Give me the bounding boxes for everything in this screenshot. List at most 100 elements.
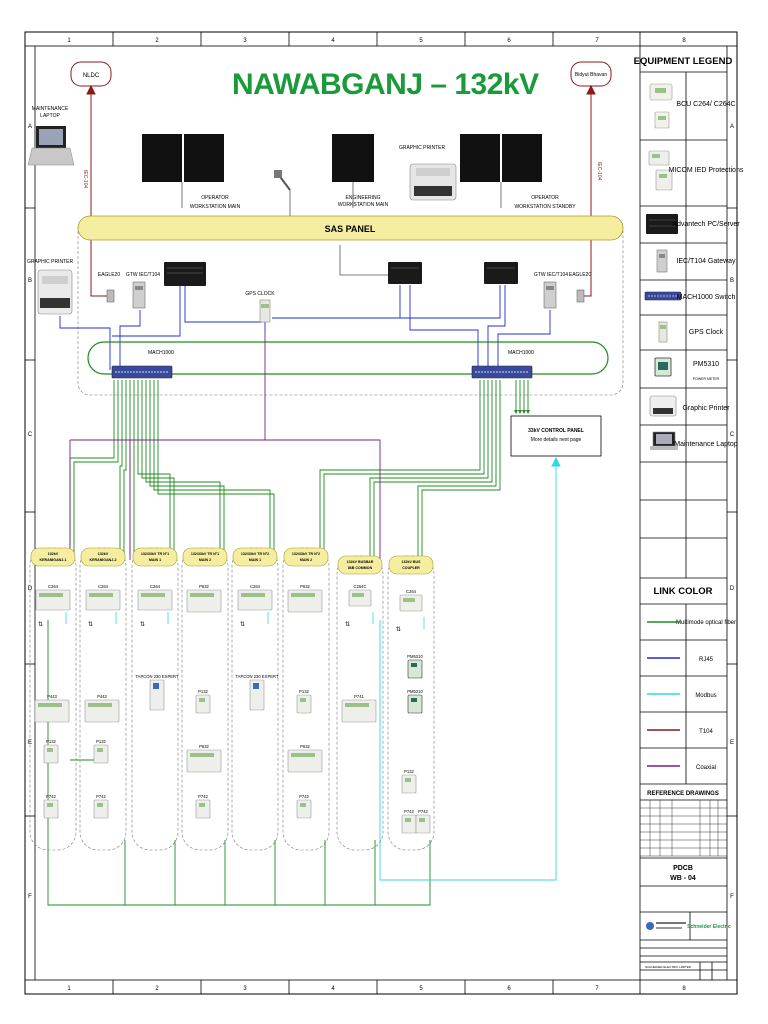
device-label: P132 [404, 769, 414, 774]
device-screen [403, 598, 415, 602]
bay-device[interactable]: TAPCON 230 EXPERT [235, 674, 279, 711]
engineering-workstation-monitor[interactable] [332, 134, 374, 182]
legend-label-laptop: Maintenance Laptop [674, 441, 738, 448]
bay-device[interactable]: P742 [195, 794, 211, 819]
bidyut-bhavan-node[interactable]: Bidyut Bhavan [570, 61, 612, 87]
bay-device[interactable]: P132 [195, 689, 211, 714]
bay-panel[interactable]: 132kV BUSCOUPLERC264⇅PM5310PM5310P132P74… [387, 555, 435, 851]
bay-device[interactable]: P443 [84, 694, 120, 723]
grid-col-5: 5 [419, 38, 423, 44]
bay-device[interactable]: P742 [296, 794, 312, 819]
mach-switch-right[interactable] [471, 365, 533, 379]
bay-device[interactable]: C264C [348, 584, 372, 607]
device-label: P742 [198, 794, 208, 799]
title-block-brand: Schneider Electric [687, 924, 731, 930]
device-screen [291, 593, 315, 597]
bay-device[interactable]: P742 [401, 809, 417, 834]
t104-links [86, 84, 596, 297]
device-label: P742 [96, 794, 106, 799]
nldc-node[interactable]: NLDC [70, 61, 112, 87]
bay-title: 132kV [48, 552, 59, 556]
device-screen [411, 698, 417, 702]
device-body [195, 799, 211, 819]
io-arrows-icon: ⇅ [240, 622, 245, 628]
bay-title-bar [132, 547, 178, 567]
bay-device[interactable]: TAPCON 230 EXPERT [135, 674, 179, 711]
bay-title: 132kV [98, 552, 109, 556]
nldc-label: NLDC [83, 73, 100, 79]
link-color-samples [647, 621, 680, 767]
server-left-icon[interactable] [164, 262, 206, 286]
bay-device[interactable]: P132 [93, 739, 109, 764]
bay-title: 132/33kV TR N°2 [241, 552, 269, 556]
graphic-printer-top-icon[interactable] [409, 163, 457, 201]
device-label: C264 [48, 584, 59, 589]
legend-pm5310-sub: POWER METER [693, 377, 720, 381]
gtw-left-icon[interactable] [132, 281, 146, 309]
bay-device[interactable]: C264 [137, 584, 173, 611]
device-screen [39, 593, 63, 597]
bay-device[interactable]: P132 [43, 739, 59, 764]
eagle-left-icon[interactable] [106, 289, 115, 303]
title-block-company: SCHNEIDER ELECTRIC LIMITED [645, 965, 692, 969]
eagle-right-icon[interactable] [576, 289, 585, 303]
bay-device[interactable]: P742 [93, 794, 109, 819]
operator-workstation-main-monitors[interactable] [142, 134, 224, 182]
legend-switch-icon [644, 291, 682, 301]
device-screen [47, 748, 53, 752]
device-screen [405, 778, 411, 782]
device-label: P742 [46, 794, 56, 799]
bay-title-line-2: MAIN 1 [149, 558, 161, 562]
bay-device[interactable]: P632 [186, 744, 222, 773]
bay-device[interactable]: P443 [34, 694, 70, 723]
grid-col-4: 4 [331, 38, 335, 44]
device-label: C264 [98, 584, 109, 589]
bay-device[interactable]: PM5310 [407, 654, 423, 679]
bay-title-bar [182, 547, 228, 567]
mach-switch-left[interactable] [111, 365, 173, 379]
operator-workstation-standby-label-2: WORKSTATION STANDBY [514, 204, 576, 210]
io-arrows-icon: ⇅ [88, 622, 93, 628]
bay-device[interactable]: P742 [415, 809, 431, 834]
device-label: P742 [404, 809, 414, 814]
graphic-printer-left-icon[interactable] [37, 269, 73, 315]
bay-title-bar [337, 555, 383, 575]
legend-gps-icon [658, 321, 668, 343]
bay-device[interactable]: C264 [85, 584, 121, 611]
bay-device[interactable]: P632 [287, 584, 323, 613]
bay-device[interactable]: C264 [35, 584, 71, 611]
server-right-icon[interactable] [484, 262, 518, 284]
bay-title: 132/33kV TR N°1 [191, 552, 219, 556]
bay-device[interactable]: C264 [237, 584, 273, 611]
bay-device[interactable]: PM5310 [407, 689, 423, 714]
maintenance-laptop-label-2: LAPTOP [40, 113, 60, 119]
bay-device[interactable]: P742 [43, 794, 59, 819]
grid-col-4-bottom: 4 [331, 986, 335, 992]
io-arrows-icon: ⇅ [140, 622, 145, 628]
bay-device[interactable]: P132 [296, 689, 312, 714]
bay-device[interactable]: P741 [341, 694, 377, 723]
gtw-right-icon[interactable] [543, 281, 557, 309]
maintenance-laptop-icon[interactable] [27, 126, 75, 166]
bay-device[interactable]: P632 [186, 584, 222, 613]
legend-label-micom: MICOM IED Protections [669, 167, 744, 174]
bay-device[interactable]: P132 [401, 769, 417, 794]
control-panel-33kv[interactable]: 33kV CONTROL PANEL More details next pag… [510, 415, 602, 457]
server-center-icon[interactable] [388, 262, 422, 284]
device-screen [38, 703, 62, 707]
device-label: P632 [300, 744, 310, 749]
grid-col-7: 7 [595, 38, 599, 44]
gps-clock-icon[interactable] [259, 299, 271, 323]
bay-device[interactable]: C264 [399, 589, 423, 612]
device-label: P632 [300, 584, 310, 589]
operator-workstation-standby-monitors[interactable] [460, 134, 542, 182]
device-label: P632 [199, 584, 209, 589]
bay-device[interactable]: P632 [287, 744, 323, 773]
